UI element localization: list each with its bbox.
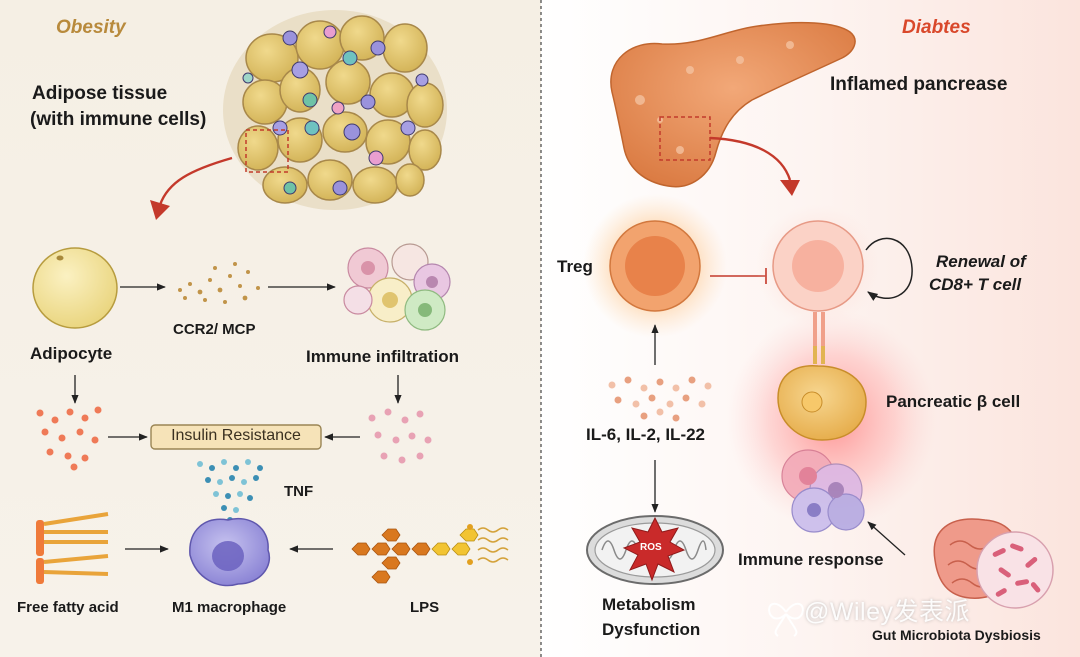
gut-dysbiosis-label: Gut Microbiota Dysbiosis <box>872 627 1041 643</box>
immune-response-label: Immune response <box>738 550 884 569</box>
ros-burst <box>622 516 686 582</box>
treg-nucleus <box>625 236 685 296</box>
curved-arrow-right <box>709 136 792 181</box>
immune-infiltration-cells <box>343 243 451 331</box>
curved-arrowhead-right <box>780 180 800 196</box>
cd8-nucleus <box>792 240 844 292</box>
renewal-label: Renewal of <box>936 252 1026 271</box>
m1-macrophage-label: M1 macrophage <box>172 599 287 616</box>
immune-response-cells <box>781 449 865 533</box>
renewal-loop-arrow <box>865 237 913 301</box>
adipose-tissue-illustration <box>223 10 447 210</box>
microbiota-illustration <box>976 531 1054 609</box>
interleukin-dots <box>608 376 712 422</box>
pancreatic-beta-cell-label: Pancreatic β cell <box>886 392 1021 411</box>
mitochondrion <box>586 515 724 585</box>
immune-infiltration-label: Immune infiltration <box>306 347 459 366</box>
lps-illustration <box>351 524 509 584</box>
curved-arrowhead-left <box>150 200 170 220</box>
watermark-logo <box>768 602 804 637</box>
free-fatty-acid-illustration <box>36 512 109 584</box>
immune-signal-dots <box>368 408 432 464</box>
obesity-title: Obesity <box>56 17 126 38</box>
free-fatty-acid-label: Free fatty acid <box>17 599 119 616</box>
inflamed-pancreas-label: Inflamed pancrease <box>830 74 1008 95</box>
adipose-tissue-sublabel: (with immune cells) <box>30 109 207 130</box>
ccr2-mcp-label: CCR2/ MCP <box>173 321 256 338</box>
ros-label: ROS <box>640 542 662 553</box>
lps-label: LPS <box>410 599 440 616</box>
ccr2-mcp-dots <box>178 262 260 304</box>
insulin-resistance-box <box>150 424 322 450</box>
adipocyte-label: Adipocyte <box>30 344 113 363</box>
watermark-text: @Wiley发表派 <box>804 598 970 626</box>
tnf-label: TNF <box>284 483 314 500</box>
metabolism-label: Metabolism <box>602 595 696 614</box>
cd8-t-cell-label: CD8+ T cell <box>929 275 1022 294</box>
zoom-box <box>245 129 289 173</box>
dysfunction-label: Dysfunction <box>602 620 701 639</box>
adipocyte-cell <box>32 247 118 329</box>
treg-label: Treg <box>557 257 593 276</box>
interleukins-label: IL-6, IL-2, IL-22 <box>586 425 706 444</box>
insulin-resistance-label: Insulin Resistance <box>171 427 301 444</box>
diabetes-title: Diabtes <box>902 17 971 38</box>
adipose-tissue-label: Adipose tissue <box>32 83 168 104</box>
curved-arrow-left <box>158 156 233 206</box>
tnf-dots <box>197 459 263 523</box>
tcr-connector <box>813 312 825 364</box>
fatty-signal-dots <box>36 406 102 471</box>
inflamed-pancreas <box>610 21 856 188</box>
